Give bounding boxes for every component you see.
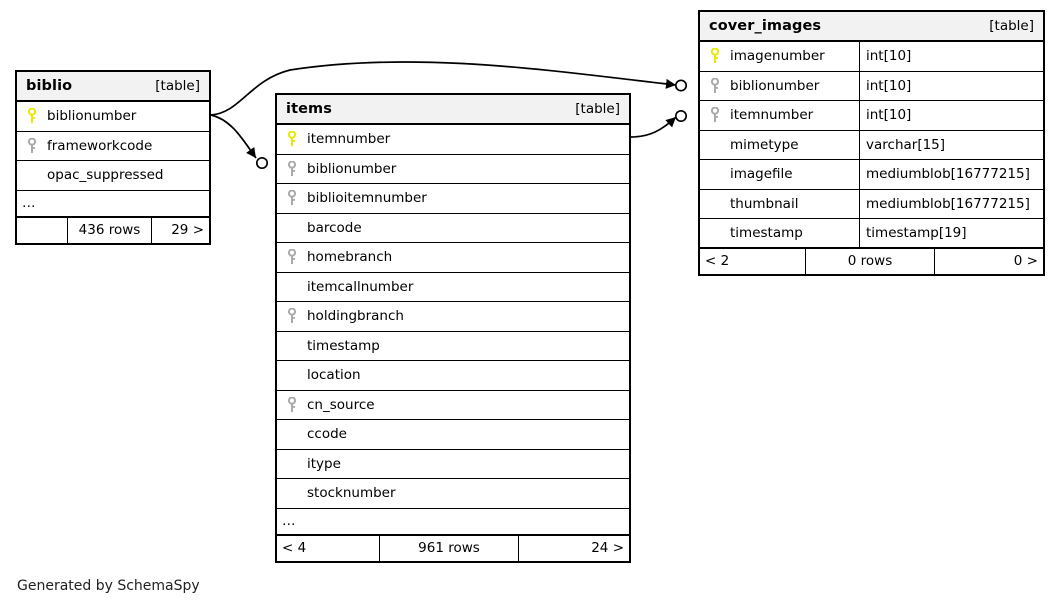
- column-type: timestamp[19]: [866, 224, 967, 241]
- foreign-key-icon: [281, 396, 303, 413]
- column-row[interactable]: ccode: [277, 420, 629, 450]
- column-row[interactable]: mimetype varchar[15]: [700, 130, 1043, 160]
- foreign-key-icon: [704, 77, 726, 94]
- column-name: homebranch: [307, 249, 393, 266]
- foreign-key-icon: [281, 249, 303, 265]
- foreign-key-icon: [281, 308, 303, 324]
- column-row[interactable]: biblionumber int[10]: [700, 71, 1043, 101]
- table-kind-label: [table]: [989, 18, 1034, 34]
- column-row[interactable]: timestamp timestamp[19]: [700, 219, 1043, 249]
- column-name: frameworkcode: [47, 137, 153, 154]
- column-row[interactable]: timestamp: [277, 331, 629, 361]
- table-kind-label: [table]: [155, 78, 200, 94]
- column-name: biblionumber: [47, 108, 137, 125]
- column-row[interactable]: homebranch: [277, 243, 629, 273]
- table-title: items: [286, 101, 332, 117]
- generated-by-credit: Generated by SchemaSpy: [17, 578, 200, 594]
- column-name: barcode: [307, 219, 362, 236]
- column-name: itype: [307, 455, 341, 472]
- column-type: int[10]: [866, 48, 912, 65]
- column-row[interactable]: itemnumber: [277, 125, 629, 155]
- column-row[interactable]: biblionumber: [17, 102, 209, 132]
- column-name: imagefile: [730, 166, 793, 183]
- table-cover-images[interactable]: cover_images [table] imagenumber int[10]: [698, 10, 1045, 276]
- foreign-key-icon: [281, 190, 303, 206]
- primary-key-icon: [704, 48, 726, 64]
- primary-key-icon: [21, 108, 43, 124]
- column-row[interactable]: holdingbranch: [277, 302, 629, 332]
- column-name: mimetype: [730, 136, 799, 153]
- footer-row-count: 436 rows: [67, 217, 152, 243]
- table-footer-cover-images: < 2 0 rows 0 >: [700, 248, 1043, 274]
- column-name: itemcallnumber: [307, 278, 414, 295]
- column-row[interactable]: itemcallnumber: [277, 272, 629, 302]
- column-name: biblioitemnumber: [307, 190, 427, 207]
- footer-prev-page[interactable]: < 4: [282, 540, 307, 556]
- column-type: varchar[15]: [866, 136, 946, 153]
- table-header-cover-images: cover_images [table]: [700, 12, 1043, 42]
- column-name: imagenumber: [730, 48, 825, 65]
- table-header-items: items [table]: [277, 95, 629, 125]
- foreign-key-icon: [21, 137, 43, 154]
- column-type: int[10]: [866, 107, 912, 124]
- primary-key-icon: [281, 131, 303, 147]
- column-type: mediumblob[16777215]: [866, 195, 1030, 212]
- more-columns-indicator[interactable]: …: [17, 190, 209, 218]
- column-name: timestamp: [307, 337, 380, 354]
- column-row[interactable]: frameworkcode: [17, 131, 209, 161]
- column-name: itemnumber: [730, 107, 814, 124]
- column-name: itemnumber: [307, 131, 391, 148]
- foreign-key-icon: [281, 160, 303, 177]
- table-title: cover_images: [709, 18, 822, 34]
- column-row[interactable]: itype: [277, 449, 629, 479]
- column-name: stocknumber: [307, 485, 396, 502]
- column-row[interactable]: imagenumber int[10]: [700, 42, 1043, 72]
- column-row[interactable]: opac_suppressed: [17, 161, 209, 191]
- column-row[interactable]: barcode: [277, 213, 629, 243]
- foreign-key-icon: [704, 107, 726, 123]
- column-row[interactable]: stocknumber: [277, 479, 629, 509]
- column-row[interactable]: thumbnail mediumblob[16777215]: [700, 189, 1043, 219]
- column-name: biblionumber: [730, 77, 820, 94]
- column-name: holdingbranch: [307, 308, 404, 325]
- column-name: biblionumber: [307, 160, 397, 177]
- column-type: mediumblob[16777215]: [866, 166, 1030, 183]
- table-kind-label: [table]: [575, 101, 620, 117]
- edge-biblio-to-items: [210, 114, 269, 170]
- column-name: opac_suppressed: [47, 167, 164, 184]
- footer-next-page[interactable]: 0 >: [1013, 253, 1038, 269]
- footer-prev-page[interactable]: [17, 218, 67, 243]
- edge-items-to-cover_images: [630, 109, 688, 138]
- table-items[interactable]: items [table] itemnumber: [275, 93, 631, 563]
- footer-row-count: 0 rows: [805, 248, 935, 274]
- footer-next-page[interactable]: 29 >: [171, 222, 204, 238]
- table-footer-items: < 4 961 rows 24 >: [277, 535, 629, 561]
- column-type: int[10]: [866, 77, 912, 94]
- footer-prev-page[interactable]: < 2: [705, 253, 730, 269]
- column-row[interactable]: biblionumber: [277, 154, 629, 184]
- column-row[interactable]: location: [277, 361, 629, 391]
- table-footer-biblio: 436 rows 29 >: [17, 217, 209, 243]
- table-biblio[interactable]: biblio [table] biblionumber: [15, 70, 211, 245]
- column-name: cn_source: [307, 396, 375, 413]
- more-columns-indicator[interactable]: …: [277, 508, 629, 536]
- column-name: ccode: [307, 426, 347, 443]
- column-row[interactable]: cn_source: [277, 390, 629, 420]
- footer-row-count: 961 rows: [379, 535, 519, 561]
- column-name: thumbnail: [730, 195, 799, 212]
- column-name: timestamp: [730, 224, 803, 241]
- table-title: biblio: [26, 78, 73, 94]
- column-row[interactable]: imagefile mediumblob[16777215]: [700, 160, 1043, 190]
- column-row[interactable]: biblioitemnumber: [277, 184, 629, 214]
- table-header-biblio: biblio [table]: [17, 72, 209, 102]
- column-name: location: [307, 367, 361, 384]
- column-row[interactable]: itemnumber int[10]: [700, 101, 1043, 131]
- footer-next-page[interactable]: 24 >: [591, 540, 624, 556]
